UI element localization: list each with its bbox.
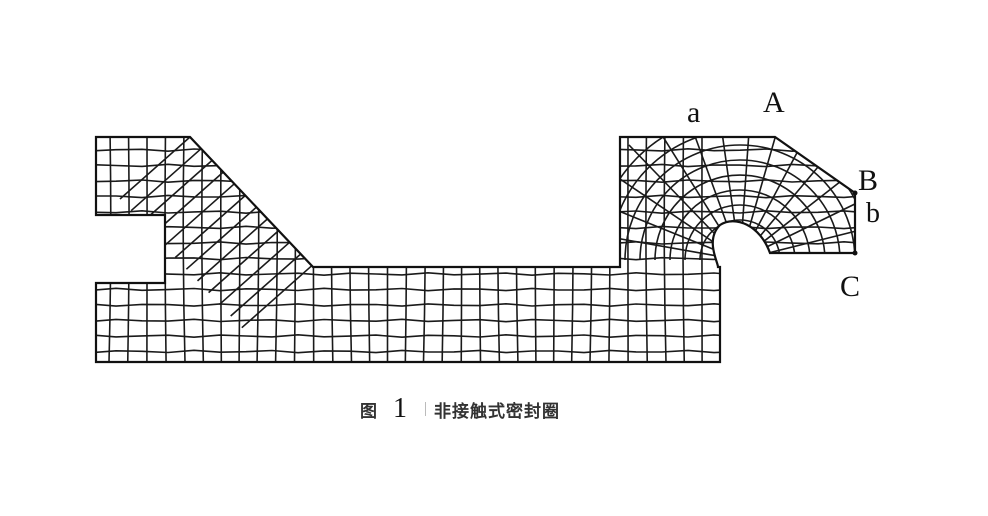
label-C: C (840, 270, 861, 303)
caption-divider (425, 402, 426, 416)
caption-number: 1 (393, 393, 407, 424)
figure-caption: 图 1 非接触式密封圈 (360, 393, 560, 424)
label-b: b (866, 198, 880, 229)
label-a: a (687, 96, 701, 129)
caption-prefix: 图 (360, 401, 377, 422)
point-C-marker (852, 250, 858, 256)
mesh-grid (96, 137, 855, 362)
caption-title: 非接触式密封圈 (434, 401, 560, 422)
point-B-marker (852, 190, 858, 196)
label-B: B (858, 164, 879, 197)
label-A: A (763, 86, 785, 119)
part-outline (94, 135, 857, 364)
